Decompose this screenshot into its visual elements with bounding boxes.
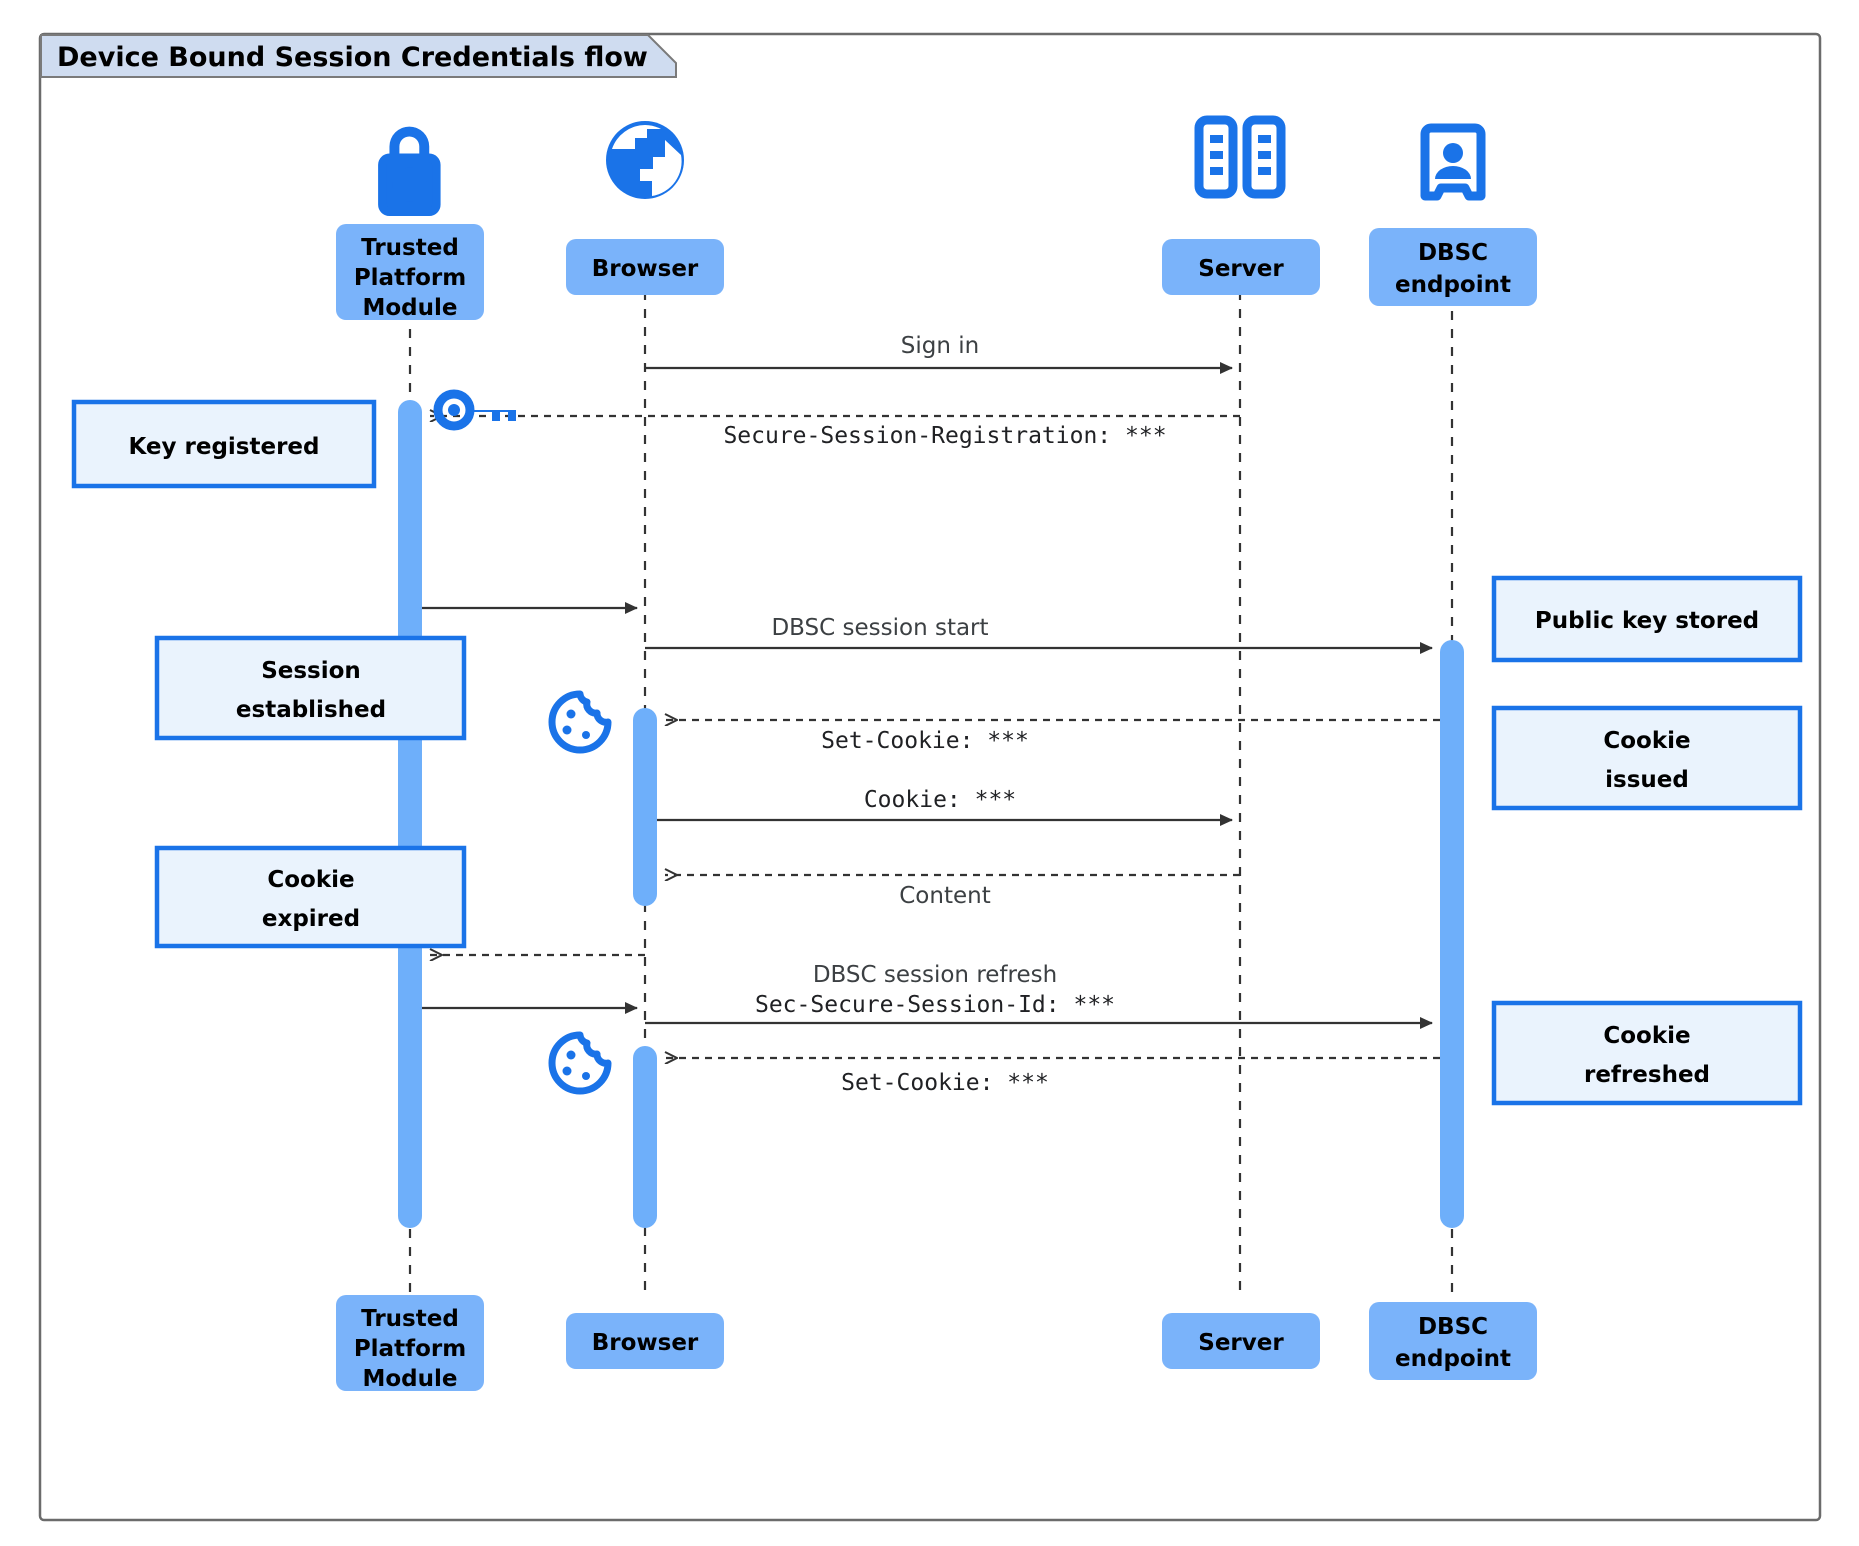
message-label-secure-session-registration: Secure-Session-Registration: *** — [723, 423, 1166, 449]
message-label-set-cookie-2: Set-Cookie: *** — [841, 1070, 1049, 1096]
note-session-established-line1: Session — [261, 658, 361, 684]
note-cookie-issued-line2: issued — [1605, 767, 1689, 793]
key-icon — [433, 389, 516, 431]
participant-server-top[interactable]: Server — [1162, 239, 1320, 295]
activation-bar-browser-1 — [633, 708, 657, 906]
note-session-established: Session established — [154, 635, 467, 741]
participant-tpm-bottom-line2: Platform — [354, 1336, 466, 1362]
note-key-registered-line1: Key registered — [129, 434, 320, 460]
participant-tpm-top-line1: Trusted — [361, 235, 459, 261]
note-cookie-refreshed: Cookie refreshed — [1491, 1000, 1803, 1106]
note-session-established-line2: established — [236, 697, 386, 723]
note-cookie-expired-line2: expired — [262, 906, 360, 932]
message-label-sec-secure-session-id: Sec-Secure-Session-Id: *** — [755, 992, 1115, 1018]
message-label-sign-in: Sign in — [901, 333, 979, 359]
participant-tpm-top-line2: Platform — [354, 265, 466, 291]
id-badge-icon — [1420, 123, 1486, 201]
participant-dbsc-top[interactable]: DBSC endpoint — [1369, 228, 1537, 306]
message-label-set-cookie-1: Set-Cookie: *** — [821, 728, 1029, 754]
activation-bar-browser-2 — [633, 1046, 657, 1228]
globe-icon — [606, 121, 684, 199]
message-label-cookie: Cookie: *** — [864, 787, 1016, 813]
participant-tpm-bottom[interactable]: Trusted Platform Module — [336, 1295, 484, 1392]
message-label-content: Content — [899, 883, 990, 909]
participant-server-bottom-label: Server — [1198, 1330, 1284, 1356]
participant-tpm-top-line3: Module — [362, 295, 457, 321]
participant-browser-bottom-label: Browser — [592, 1330, 699, 1356]
participant-dbsc-bottom-line1: DBSC — [1418, 1314, 1488, 1340]
page-title: Device Bound Session Credentials flow — [57, 42, 648, 73]
activation-bar-dbsc — [1440, 640, 1464, 1228]
note-cookie-expired-line1: Cookie — [267, 867, 354, 893]
participant-tpm-bottom-line3: Module — [362, 1366, 457, 1392]
server-rack-icon — [1194, 115, 1286, 199]
activation-bar-tpm — [398, 400, 422, 1228]
note-public-key-stored-line1: Public key stored — [1535, 608, 1759, 634]
message-label-dbsc-session-start: DBSC session start — [771, 615, 988, 641]
cookie-icon — [548, 690, 612, 754]
participant-dbsc-bottom[interactable]: DBSC endpoint — [1369, 1302, 1537, 1380]
participant-browser-bottom[interactable]: Browser — [566, 1313, 724, 1369]
note-cookie-refreshed-line1: Cookie — [1603, 1023, 1690, 1049]
participant-dbsc-top-line2: endpoint — [1395, 272, 1511, 298]
participant-dbsc-top-line1: DBSC — [1418, 240, 1488, 266]
title-tab — [40, 34, 677, 78]
padlock-plus-icon — [378, 126, 441, 217]
participant-tpm-top[interactable]: Trusted Platform Module — [336, 224, 484, 321]
participant-server-bottom[interactable]: Server — [1162, 1313, 1320, 1369]
note-public-key-stored: Public key stored — [1491, 575, 1803, 663]
note-key-registered: Key registered — [71, 399, 377, 489]
diagram-frame — [38, 32, 1822, 1522]
message-label-dbsc-session-refresh: DBSC session refresh — [813, 962, 1057, 988]
note-cookie-expired: Cookie expired — [154, 845, 467, 949]
note-cookie-issued-line1: Cookie — [1603, 728, 1690, 754]
participant-dbsc-bottom-line2: endpoint — [1395, 1346, 1511, 1372]
participant-tpm-bottom-line1: Trusted — [361, 1306, 459, 1332]
note-cookie-issued: Cookie issued — [1491, 705, 1803, 811]
cookie-icon — [548, 1031, 612, 1095]
note-cookie-refreshed-line2: refreshed — [1584, 1062, 1710, 1088]
participant-browser-top[interactable]: Browser — [566, 239, 724, 295]
participant-browser-top-label: Browser — [592, 256, 699, 282]
participant-server-top-label: Server — [1198, 256, 1284, 282]
